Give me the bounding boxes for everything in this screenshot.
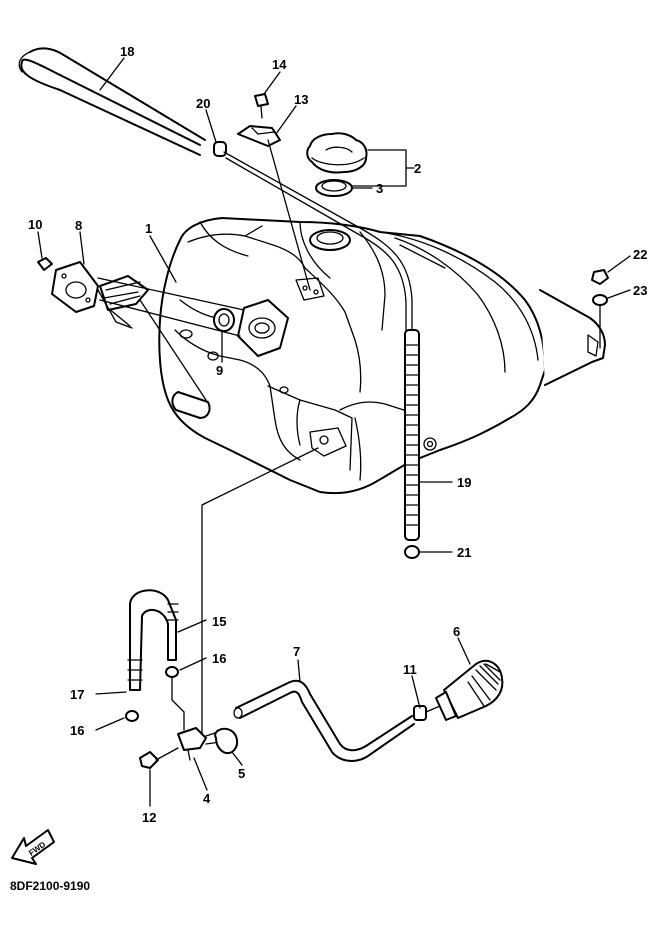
hose-clip — [213, 141, 227, 157]
callout-2: 2 — [414, 161, 421, 176]
callout-14: 14 — [272, 57, 287, 72]
leader-lines — [37, 57, 631, 807]
callout-12: 12 — [142, 810, 156, 825]
vent-line — [223, 151, 413, 331]
hose-clip-16-lower — [125, 710, 139, 722]
callout-10: 10 — [28, 217, 42, 232]
callout-23: 23 — [633, 283, 647, 298]
callout-8: 8 — [75, 218, 82, 233]
callout-16-lower: 16 — [70, 723, 84, 738]
plug-5 — [214, 727, 238, 754]
fwd-arrow-icon: FWD — [11, 829, 55, 865]
callout-1: 1 — [145, 221, 152, 236]
hose-clip-21 — [404, 545, 420, 559]
callout-5: 5 — [238, 766, 245, 781]
diagram-code: 8DF2100-9190 — [10, 879, 90, 893]
washer-23 — [592, 294, 608, 349]
callout-11: 11 — [403, 662, 417, 677]
fuel-filter — [425, 659, 504, 721]
pump-gasket — [51, 261, 99, 313]
callout-18: 18 — [120, 44, 134, 59]
callout-4: 4 — [203, 791, 211, 806]
pump-leader-3 — [99, 299, 241, 337]
pump-leader-2 — [139, 299, 207, 401]
bolt-10 — [37, 257, 53, 271]
fuel-hose-15 — [127, 589, 179, 691]
callout-labels: 1 2 3 4 5 6 7 8 9 10 11 12 13 14 15 16 1… — [28, 44, 647, 825]
bolt-14 — [254, 93, 269, 119]
clip-leader — [171, 677, 185, 731]
pump-leader-1 — [97, 277, 245, 311]
hose-clip-16-upper — [165, 666, 179, 678]
callout-20: 20 — [196, 96, 210, 111]
callout-21: 21 — [457, 545, 471, 560]
callout-3: 3 — [376, 181, 383, 196]
breather-hose — [18, 47, 206, 156]
callout-16-upper: 16 — [212, 651, 226, 666]
fuel-tank — [158, 217, 606, 495]
callout-22: 22 — [633, 247, 647, 262]
callout-6: 6 — [453, 624, 460, 639]
fuel-pipe — [233, 679, 415, 762]
nut-22 — [591, 269, 609, 285]
callout-13: 13 — [294, 92, 308, 107]
fuel-cap-seal — [315, 179, 353, 197]
callout-9: 9 — [216, 363, 223, 378]
callout-17: 17 — [70, 687, 84, 702]
callout-7: 7 — [293, 644, 300, 659]
callout-15: 15 — [212, 614, 226, 629]
callout-19: 19 — [457, 475, 471, 490]
petcock-leader — [201, 447, 319, 741]
fuel-cap — [306, 132, 368, 174]
fuel-cock — [177, 727, 221, 761]
overflow-hose — [404, 329, 420, 541]
screw-12 — [139, 747, 179, 769]
